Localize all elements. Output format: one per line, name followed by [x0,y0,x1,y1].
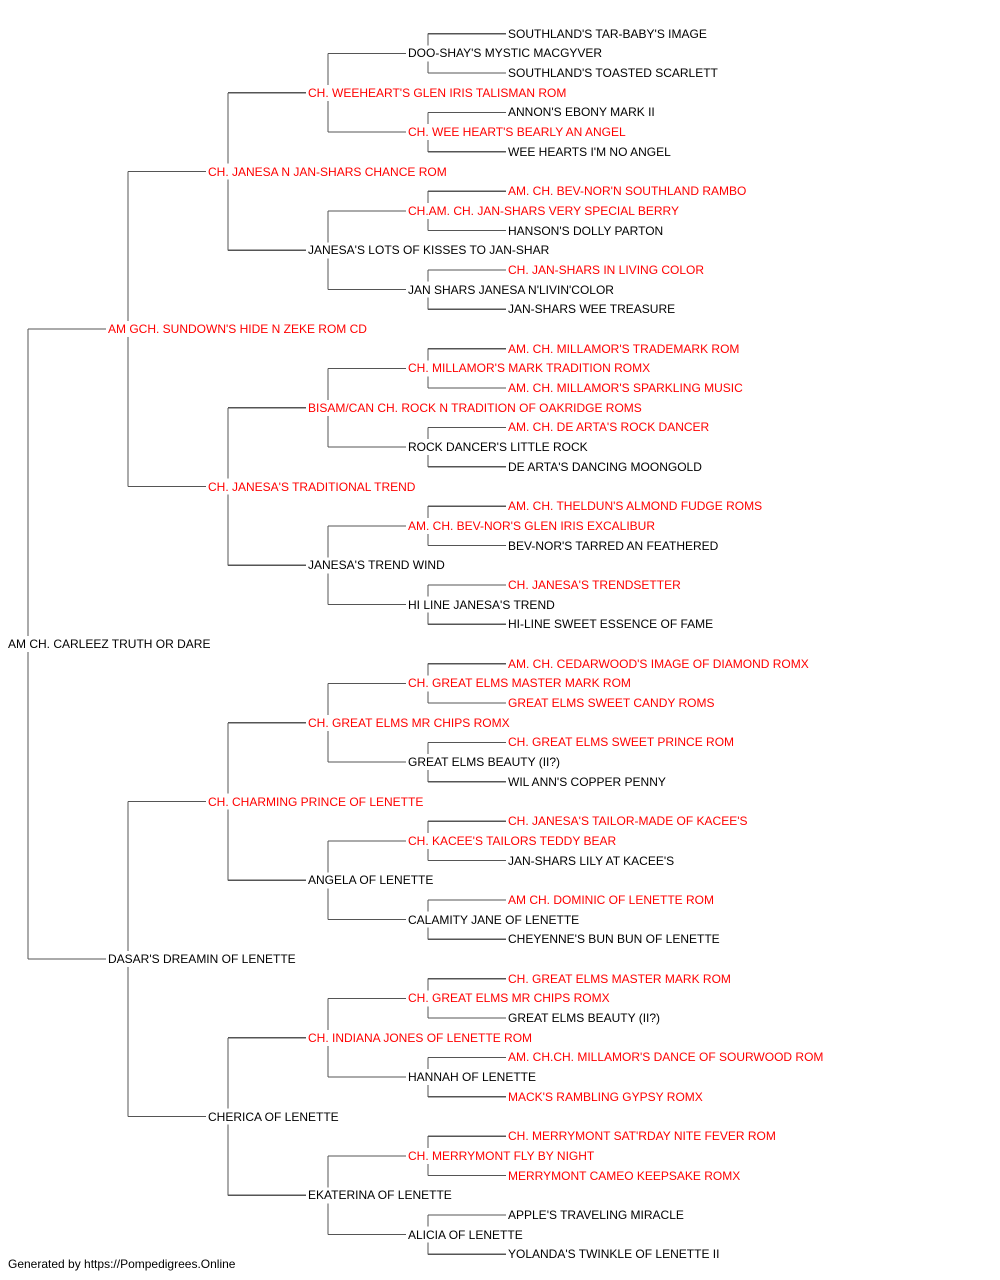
dog-name-gen1: DASAR'S DREAMIN OF LENETTE [108,952,296,966]
dog-name-gen4: CH. MILLAMOR'S MARK TRADITION ROMX [408,361,651,376]
generated-by-footer: Generated by https://Pompedigrees.Online [8,1257,236,1271]
dog-name-gen0: AM CH. CARLEEZ TRUTH OR DARE [8,637,211,651]
dog-name-gen3: ANGELA OF LENETTE [308,873,434,888]
dog-name-gen5: GREAT ELMS SWEET CANDY ROMS [508,696,715,711]
dog-name-gen4: AM. CH. BEV-NOR'S GLEN IRIS EXCALIBUR [408,518,656,533]
dog-name-gen5: AM. CH. MILLAMOR'S TRADEMARK ROM [508,341,740,356]
dog-name-gen5: MACK'S RAMBLING GYPSY ROMX [508,1089,703,1104]
dog-name-gen5: CH. MERRYMONT SAT'RDAY NITE FEVER ROM [508,1129,776,1144]
dog-name-gen5: CH. GREAT ELMS MASTER MARK ROM [508,971,731,986]
dog-name-gen4: CH. WEE HEART'S BEARLY AN ANGEL [408,125,626,140]
dog-name-gen3: JANESA'S TREND WIND [308,558,445,573]
dog-name-gen5: CHEYENNE'S BUN BUN OF LENETTE [508,932,720,947]
dog-name-gen5: AM. CH. BEV-NOR'N SOUTHLAND RAMBO [508,184,747,199]
dog-name-gen5: SOUTHLAND'S TAR-BABY'S IMAGE [508,26,707,41]
dog-name-gen1: AM GCH. SUNDOWN'S HIDE N ZEKE ROM CD [108,322,367,336]
dog-name-gen5: HI-LINE SWEET ESSENCE OF FAME [508,617,714,632]
dog-name-gen5: HANSON'S DOLLY PARTON [508,223,664,238]
dog-name-gen5: ANNON'S EBONY MARK II [508,105,655,120]
dog-name-gen4: CH. KACEE'S TAILORS TEDDY BEAR [408,833,617,848]
dog-name-gen5: AM. CH. DE ARTA'S ROCK DANCER [508,420,710,435]
dog-name-gen2: CH. CHARMING PRINCE OF LENETTE [208,794,424,809]
dog-name-gen3: BISAM/CAN CH. ROCK N TRADITION OF OAKRID… [308,400,642,415]
dog-name-gen5: JAN-SHARS LILY AT KACEE'S [508,853,675,868]
dog-name-gen3: CH. GREAT ELMS MR CHIPS ROMX [308,715,510,730]
dog-name-gen3: CH. WEEHEART'S GLEN IRIS TALISMAN ROM [308,85,567,100]
dog-name-gen5: AM. CH. MILLAMOR'S SPARKLING MUSIC [508,381,743,396]
dog-name-gen5: SOUTHLAND'S TOASTED SCARLETT [508,66,718,81]
dog-name-gen5: CH. JAN-SHARS IN LIVING COLOR [508,262,705,277]
dog-name-gen5: AM. CH. THELDUN'S ALMOND FUDGE ROMS [508,499,763,514]
dog-name-gen4: DOO-SHAY'S MYSTIC MACGYVER [408,46,603,61]
dog-name-gen4: HANNAH OF LENETTE [408,1070,537,1085]
dog-name-gen3: JANESA'S LOTS OF KISSES TO JAN-SHAR [308,243,550,258]
dog-name-gen4: CH.AM. CH. JAN-SHARS VERY SPECIAL BERRY [408,203,679,218]
dog-name-gen5: CH. GREAT ELMS SWEET PRINCE ROM [508,735,735,750]
dog-name-gen5: BEV-NOR'S TARRED AN FEATHERED [508,538,719,553]
dog-name-gen4: HI LINE JANESA'S TREND [408,597,555,612]
dog-name-gen4: JAN SHARS JANESA N'LIVIN'COLOR [408,282,614,297]
dog-name-gen2: CH. JANESA'S TRADITIONAL TREND [208,479,416,494]
dog-name-gen5: CH. JANESA'S TRENDSETTER [508,577,681,592]
dog-name-gen5: WIL ANN'S COPPER PENNY [508,774,666,789]
dog-name-gen4: CH. GREAT ELMS MR CHIPS ROMX [408,991,610,1006]
dog-name-gen3: CH. INDIANA JONES OF LENETTE ROM [308,1030,533,1045]
dog-name-gen5: APPLE'S TRAVELING MIRACLE [508,1207,684,1222]
dog-name-gen5: AM. CH.CH. MILLAMOR'S DANCE OF SOURWOOD … [508,1050,824,1065]
dog-name-gen3: EKATERINA OF LENETTE [308,1188,452,1203]
dog-name-gen5: JAN-SHARS WEE TREASURE [508,302,676,317]
dog-name-gen4: ALICIA OF LENETTE [408,1227,523,1242]
dog-name-gen2: CHERICA OF LENETTE [208,1109,339,1124]
dog-name-gen5: AM CH. DOMINIC OF LENETTE ROM [508,892,715,907]
dog-name-gen5: MERRYMONT CAMEO KEEPSAKE ROMX [508,1168,741,1183]
dog-name-gen5: YOLANDA'S TWINKLE OF LENETTE II [508,1247,720,1262]
dog-name-gen4: ROCK DANCER'S LITTLE ROCK [408,440,588,455]
dog-name-gen5: DE ARTA'S DANCING MOONGOLD [508,459,702,474]
dog-name-gen2: CH. JANESA N JAN-SHARS CHANCE ROM [208,164,447,179]
dog-name-gen4: GREAT ELMS BEAUTY (II?) [408,755,561,770]
dog-name-gen5: GREAT ELMS BEAUTY (II?) [508,1011,661,1026]
dog-name-gen4: CALAMITY JANE OF LENETTE [408,912,580,927]
dog-name-gen5: CH. JANESA'S TAILOR-MADE OF KACEE'S [508,814,748,829]
dog-name-gen4: CH. GREAT ELMS MASTER MARK ROM [408,676,631,691]
dog-name-gen5: WEE HEARTS I'M NO ANGEL [508,144,671,159]
dog-name-gen5: AM. CH. CEDARWOOD'S IMAGE OF DIAMOND ROM… [508,656,809,671]
dog-name-gen4: CH. MERRYMONT FLY BY NIGHT [408,1148,595,1163]
